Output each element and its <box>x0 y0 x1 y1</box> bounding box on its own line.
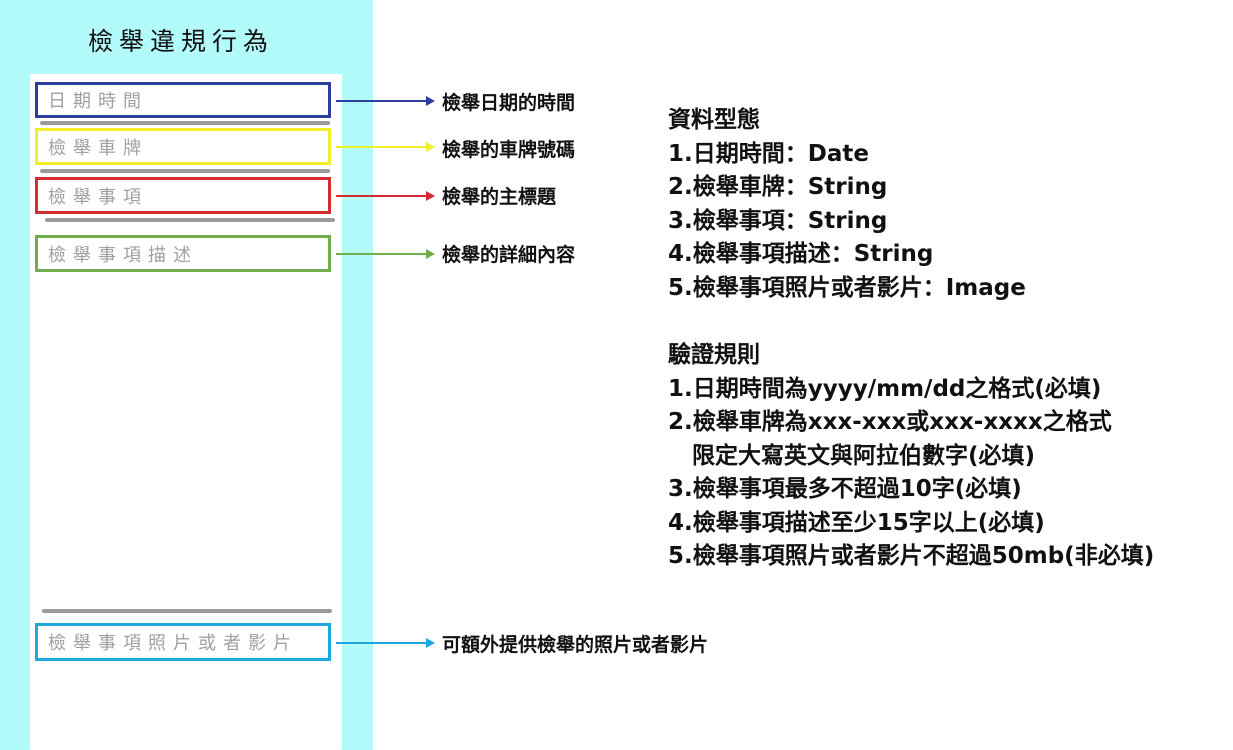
validation-rule-line: 限定大寫英文與阿拉伯數字(必填) <box>692 442 1036 469</box>
data-type-line: 1.日期時間：Date <box>668 140 869 167</box>
report-media-placeholder: 檢舉事項照片或者影片 <box>48 633 298 654</box>
report-media-field[interactable]: 檢舉事項照片或者影片 <box>35 623 331 661</box>
field-divider <box>45 218 335 222</box>
media-arrow-head <box>426 638 435 648</box>
validation-rule-line: 2.檢舉車牌為xxx-xxx或xxx-xxxx之格式 <box>668 409 1112 435</box>
plate-note: 檢舉的車牌號碼 <box>442 139 576 161</box>
data-type-line: 4.檢舉事項描述：String <box>668 241 934 267</box>
media-arrow <box>336 642 427 644</box>
field-divider <box>40 169 330 173</box>
license-plate-placeholder: 檢舉車牌 <box>48 137 148 159</box>
date-note: 檢舉日期的時間 <box>442 92 576 114</box>
item-note: 檢舉的主標題 <box>442 186 557 208</box>
plate-arrow <box>336 146 427 148</box>
license-plate-field[interactable]: 檢舉車牌 <box>35 128 331 165</box>
form-title: 檢舉違規行為 <box>87 27 274 56</box>
description-arrow-head <box>426 249 435 259</box>
date-arrow <box>336 100 427 102</box>
data-type-line: 5.檢舉事項照片或者影片：Image <box>668 274 1026 301</box>
report-item-field[interactable]: 檢舉事項 <box>35 177 331 214</box>
data-type-line: 3.檢舉事項：String <box>668 207 888 234</box>
description-note: 檢舉的詳細內容 <box>442 244 576 266</box>
description-arrow <box>336 253 427 255</box>
spec-text-block: 資料型態 1.日期時間：Date 2.檢舉車牌：String 3.檢舉事項：St… <box>668 104 1154 574</box>
item-arrow <box>336 195 427 197</box>
validation-rule-line: 1.日期時間為yyyy/mm/dd之格式(必填) <box>668 375 1102 402</box>
data-type-line: 2.檢舉車牌：String <box>668 174 888 200</box>
data-types-heading: 資料型態 <box>668 107 760 133</box>
date-arrow-head <box>426 96 435 106</box>
report-item-placeholder: 檢舉事項 <box>48 186 148 208</box>
plate-arrow-head <box>426 142 435 152</box>
field-divider <box>40 121 330 125</box>
report-description-placeholder: 檢舉事項描述 <box>48 244 198 266</box>
date-time-placeholder: 日期時間 <box>48 91 148 112</box>
item-arrow-head <box>426 191 435 201</box>
field-divider <box>42 609 332 613</box>
validation-rules-heading: 驗證規則 <box>668 342 760 368</box>
date-time-field[interactable]: 日期時間 <box>35 82 331 118</box>
validation-rule-line: 4.檢舉事項描述至少15字以上(必填) <box>668 509 1045 536</box>
validation-rule-line: 3.檢舉事項最多不超過10字(必填) <box>668 476 1022 502</box>
media-note: 可額外提供檢舉的照片或者影片 <box>442 634 709 656</box>
validation-rule-line: 5.檢舉事項照片或者影片不超過50mb(非必填) <box>668 543 1155 569</box>
report-description-field[interactable]: 檢舉事項描述 <box>35 235 331 272</box>
